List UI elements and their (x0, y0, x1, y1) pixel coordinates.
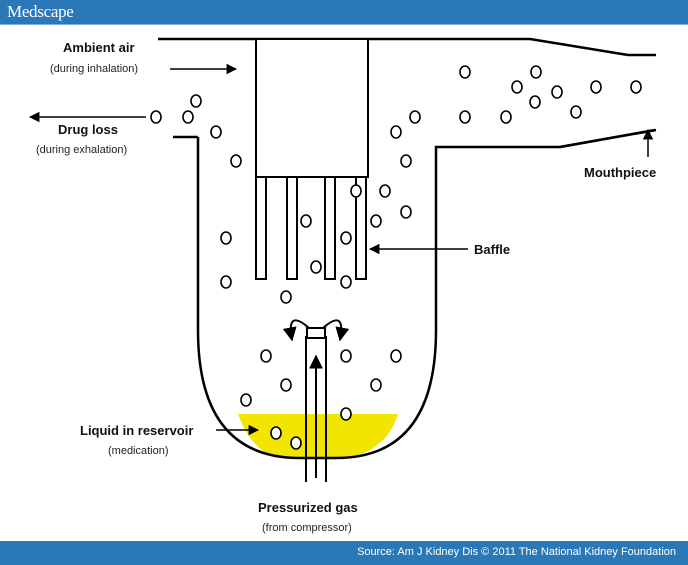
mouthpiece-taper (529, 37, 629, 57)
aerosol-droplets (150, 65, 642, 450)
droplet (280, 290, 292, 304)
drug-loss-label: Drug loss (58, 122, 118, 137)
ambient-air-label: Ambient air (63, 40, 135, 55)
source-citation: Source: Am J Kidney Dis © 2011 The Natio… (357, 546, 676, 558)
droplet (370, 378, 382, 392)
droplet (400, 154, 412, 168)
droplet (400, 205, 412, 219)
baffle-label: Baffle (474, 242, 510, 257)
droplet (630, 80, 642, 94)
droplet (390, 349, 402, 363)
droplet (190, 94, 202, 108)
droplet (340, 349, 352, 363)
header-bar: Medscape (0, 0, 688, 25)
droplet (340, 275, 352, 289)
droplet (530, 65, 542, 79)
mouthpiece-label: Mouthpiece (584, 165, 656, 180)
droplet (390, 125, 402, 139)
droplet (280, 378, 292, 392)
baffle (255, 176, 367, 280)
droplet (300, 214, 312, 228)
droplet (511, 80, 523, 94)
droplet (290, 436, 302, 450)
droplet (340, 231, 352, 245)
droplet (459, 110, 471, 124)
baffle-housing (255, 38, 369, 178)
drug-loss-sublabel: (during exhalation) (36, 144, 127, 156)
droplet (529, 95, 541, 109)
droplet (270, 426, 282, 440)
droplet (150, 110, 162, 124)
droplet (240, 393, 252, 407)
medscape-logo: Medscape (7, 2, 74, 21)
droplet (551, 85, 563, 99)
spray-right-arrow (322, 319, 350, 342)
liquid-reservoir (238, 414, 398, 458)
droplet (230, 154, 242, 168)
droplet (370, 214, 382, 228)
droplet (409, 110, 421, 124)
droplet (340, 407, 352, 421)
gas-tube (305, 327, 327, 482)
ambient-air-sublabel: (during inhalation) (50, 63, 138, 75)
droplet (210, 125, 222, 139)
droplet (310, 260, 322, 274)
droplet (182, 110, 194, 124)
droplet (220, 275, 232, 289)
liquid-sublabel: (medication) (108, 445, 169, 457)
droplet (260, 349, 272, 363)
mouthpiece-lower-edge (559, 128, 657, 149)
droplet (379, 184, 391, 198)
gas-sublabel: (from compressor) (262, 522, 352, 534)
chamber-wall (196, 128, 656, 460)
droplet (570, 105, 582, 119)
gas-label: Pressurized gas (258, 500, 358, 515)
droplet (590, 80, 602, 94)
liquid-label: Liquid in reservoir (80, 423, 193, 438)
footer-bar: Source: Am J Kidney Dis © 2011 The Natio… (0, 541, 688, 565)
nebulizer-diagram: Ambient air (during inhalation) Drug los… (28, 37, 657, 534)
spray-left-arrow (282, 319, 310, 342)
droplet (220, 231, 232, 245)
droplet (350, 184, 362, 198)
droplet (459, 65, 471, 79)
droplet (500, 110, 512, 124)
